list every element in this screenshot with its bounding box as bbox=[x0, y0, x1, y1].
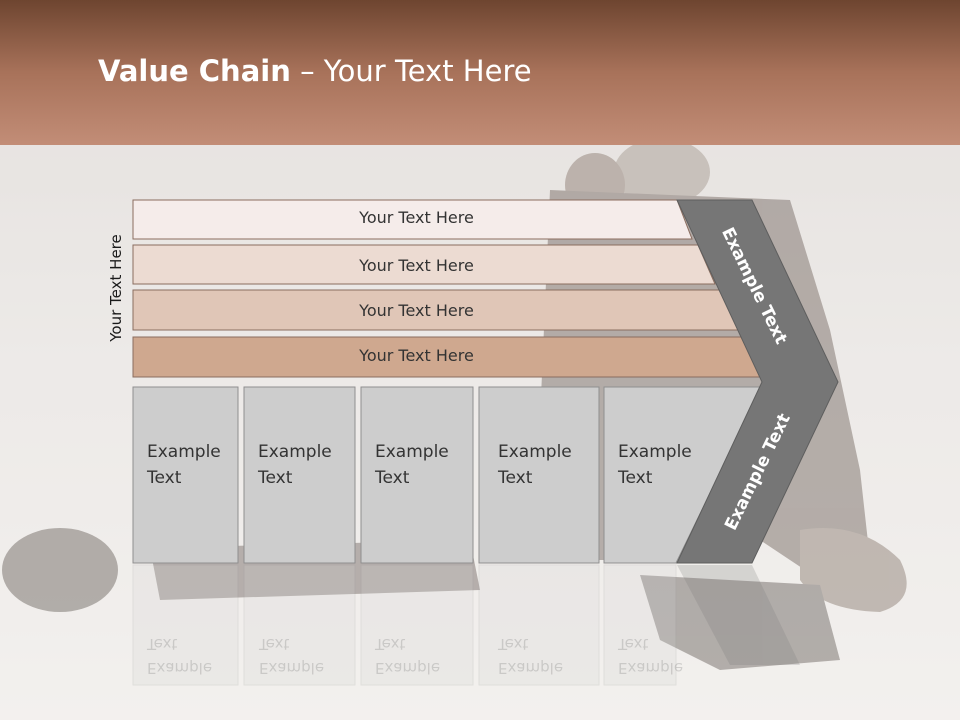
box-shape-3[interactable] bbox=[360, 386, 474, 564]
box-1-line1: Example bbox=[147, 442, 221, 462]
box-4-line1: Example bbox=[498, 442, 572, 462]
box-3-line1: Example bbox=[375, 442, 449, 462]
row-label-4[interactable]: Your Text Here bbox=[359, 346, 474, 365]
chevron-arrow[interactable] bbox=[676, 199, 839, 564]
row-label-3[interactable]: Your Text Here bbox=[359, 301, 474, 320]
row-label-2[interactable]: Your Text Here bbox=[359, 256, 474, 275]
box-4-line2: Text bbox=[498, 468, 533, 488]
box-shape-5[interactable] bbox=[603, 386, 763, 564]
header-band bbox=[0, 0, 960, 145]
title-rest: – Your Text Here bbox=[290, 54, 532, 88]
box-2-line2: Text bbox=[258, 468, 293, 488]
reflection bbox=[132, 564, 800, 686]
box-1-line2: Text bbox=[147, 468, 182, 488]
box-5-line2: Text bbox=[618, 468, 653, 488]
row-shape-2[interactable] bbox=[132, 244, 716, 285]
box-shape-4[interactable] bbox=[478, 386, 600, 564]
box-3-line2: Text bbox=[375, 468, 410, 488]
box-5-line1: Example bbox=[618, 442, 692, 462]
box-shape-1[interactable] bbox=[132, 386, 239, 564]
slide-title[interactable]: Value Chain – Your Text Here bbox=[98, 54, 532, 88]
box-shape-2[interactable] bbox=[243, 386, 356, 564]
row-label-1[interactable]: Your Text Here bbox=[359, 208, 474, 227]
box-2-line1: Example bbox=[258, 442, 332, 462]
title-bold: Value Chain bbox=[98, 54, 291, 88]
row-shape-1[interactable] bbox=[132, 199, 693, 240]
